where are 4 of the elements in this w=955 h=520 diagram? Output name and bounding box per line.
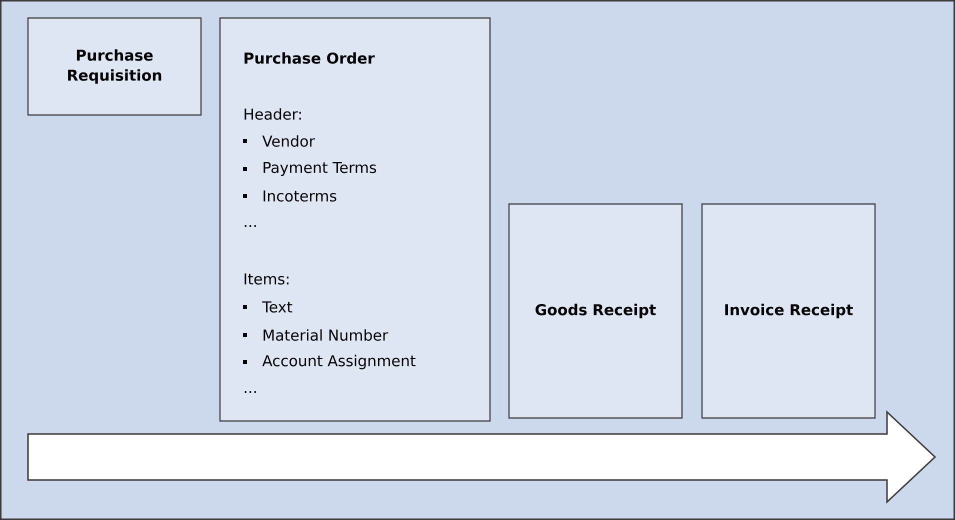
process-box: Purchase Requisition (27, 17, 202, 116)
process-box: Invoice Receipt (701, 203, 876, 419)
order-box: Purchase Order Header: Vendor Payment Terms Incoterms ... Items: Text Material Number Account Assignment ... (219, 17, 491, 422)
process-box: Goods Receipt (508, 203, 683, 419)
